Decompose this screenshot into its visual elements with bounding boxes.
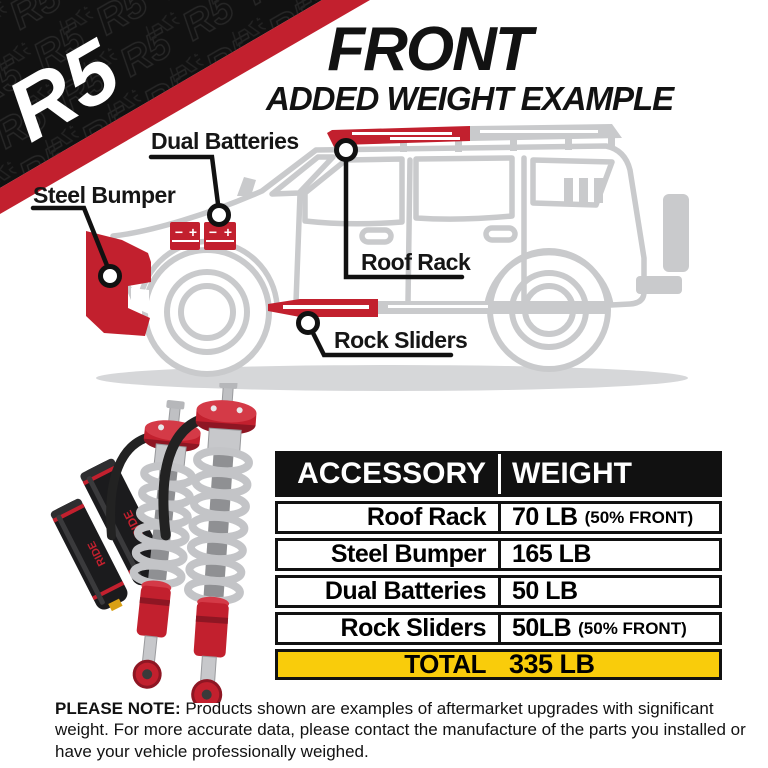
accessory-cell: Rock Sliders bbox=[340, 614, 487, 642]
callout-dot-rock-sliders bbox=[296, 311, 320, 335]
coilover-shocks-image: RIDE RIDE bbox=[50, 383, 257, 703]
label-dual-batteries: Dual Batteries bbox=[151, 128, 299, 154]
weight-note: (50% FRONT) bbox=[578, 618, 687, 638]
total-value: 335 LB bbox=[509, 649, 595, 679]
col-header-accessory: ACCESSORY bbox=[297, 457, 486, 490]
coilover-right bbox=[158, 383, 257, 703]
brand-banner: R5 R5 R5 bbox=[0, 0, 370, 214]
callout-markers bbox=[98, 138, 358, 335]
table-header-row: ACCESSORY WEIGHT bbox=[275, 451, 722, 497]
bumper-cutout bbox=[131, 288, 149, 314]
front-wheel bbox=[142, 247, 272, 377]
weight-cell: 165 LB bbox=[498, 540, 719, 568]
table-total-row: TOTAL 335 LB bbox=[275, 649, 722, 680]
disclaimer-prefix: PLEASE NOTE: bbox=[55, 699, 181, 718]
disclaimer-body: Products shown are examples of aftermark… bbox=[55, 699, 746, 761]
weight-note: (50% FRONT) bbox=[584, 507, 694, 527]
weight-cell: 50 LB bbox=[498, 577, 719, 605]
coilover-left bbox=[106, 399, 201, 689]
weight-cell: 50LB (50% FRONT) bbox=[498, 614, 719, 642]
quarter-window-vent bbox=[594, 178, 603, 203]
callout-lines bbox=[30, 154, 465, 358]
table-row: Roof Rack 70 LB (50% FRONT) bbox=[275, 501, 722, 534]
weight-cell: 70 LB (50% FRONT) bbox=[498, 503, 719, 531]
weight-table: ACCESSORY WEIGHT Roof Rack 70 LB (50% FR… bbox=[275, 451, 722, 684]
callout-dot-roof-rack bbox=[334, 138, 358, 162]
callout-dot-dual-batteries bbox=[207, 203, 231, 227]
label-steel-bumper: Steel Bumper bbox=[33, 182, 176, 208]
svg-text:−: − bbox=[175, 224, 183, 240]
accessory-cell: Dual Batteries bbox=[324, 577, 487, 605]
vehicle-illustration: − + − + bbox=[30, 124, 689, 391]
shock-reservoir: RIDE bbox=[50, 498, 128, 612]
battery-2 bbox=[204, 222, 236, 250]
table-row: Steel Bumper 165 LB bbox=[275, 538, 722, 571]
disclaimer-note: PLEASE NOTE: Products shown are examples… bbox=[55, 698, 755, 762]
page-title: FRONT bbox=[327, 15, 533, 84]
side-mirror bbox=[237, 177, 256, 196]
table-row: Rock Sliders 50LB (50% FRONT) bbox=[275, 612, 722, 645]
quarter-window-vent bbox=[564, 178, 573, 203]
svg-text:−: − bbox=[209, 224, 217, 240]
col-header-weight: WEIGHT bbox=[498, 454, 719, 494]
svg-text:+: + bbox=[224, 224, 232, 240]
rock-slider-rear-gray bbox=[378, 301, 610, 314]
battery-1 bbox=[170, 222, 200, 250]
ground-shadow bbox=[96, 365, 688, 391]
accessory-cell: Roof Rack bbox=[366, 503, 487, 531]
callout-dot-steel-bumper bbox=[98, 264, 122, 288]
label-rock-sliders: Rock Sliders bbox=[334, 327, 468, 353]
battery-terminal-marks: − + − + bbox=[175, 224, 232, 240]
table-row: Dual Batteries 50 LB bbox=[275, 575, 722, 608]
rear-step bbox=[636, 276, 682, 294]
roof-rack-highlight bbox=[327, 126, 470, 147]
total-label: TOTAL bbox=[404, 649, 486, 679]
svg-text:+: + bbox=[189, 224, 197, 240]
rear-carrier bbox=[663, 194, 689, 272]
label-roof-rack: Roof Rack bbox=[361, 249, 471, 275]
accessory-cell: Steel Bumper bbox=[330, 540, 487, 568]
page-subtitle: ADDED WEIGHT EXAMPLE bbox=[266, 80, 674, 117]
banner-red-stripe bbox=[0, 0, 370, 214]
quarter-window-vent bbox=[579, 178, 588, 203]
